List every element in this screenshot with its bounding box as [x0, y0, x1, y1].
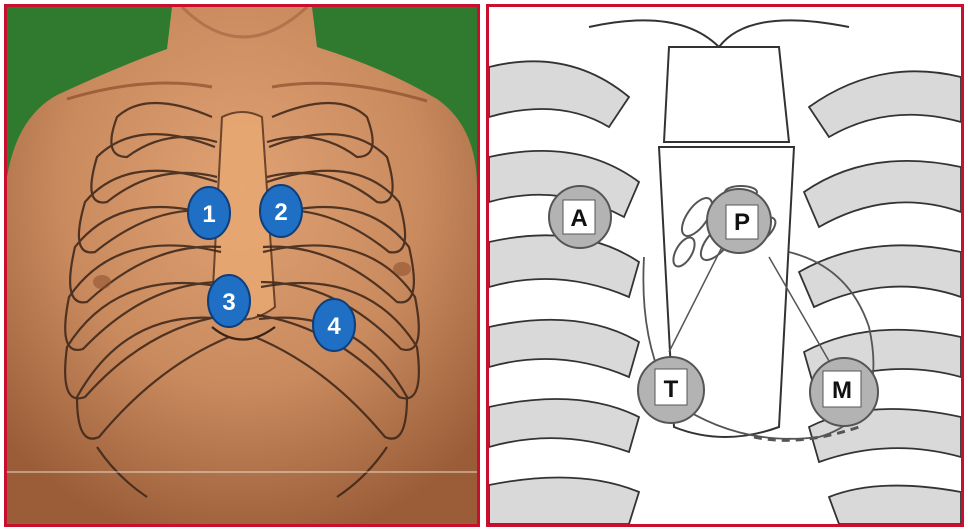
auscultation-marker-1: 1 — [188, 187, 230, 239]
area-label-P: P — [734, 209, 750, 236]
auscultation-marker-2: 2 — [260, 185, 302, 237]
auscultation-area-A: A — [549, 186, 611, 248]
ribcage-diagram-panel: A P T M — [486, 4, 964, 527]
torso-illustration: 1 2 3 4 — [7, 7, 477, 524]
torso-photo-panel: 1 2 3 4 — [4, 4, 480, 527]
auscultation-area-T: T — [638, 357, 704, 423]
auscultation-marker-3: 3 — [208, 275, 250, 327]
marker-label-3: 3 — [222, 289, 235, 316]
area-label-T: T — [664, 376, 679, 403]
area-label-A: A — [570, 205, 587, 232]
marker-label-2: 2 — [274, 199, 287, 226]
marker-label-1: 1 — [202, 201, 215, 228]
ribcage-line-drawing: A P T M — [489, 7, 961, 524]
auscultation-marker-4: 4 — [313, 299, 355, 351]
manubrium — [664, 47, 789, 142]
area-label-M: M — [832, 377, 852, 404]
auscultation-area-P: P — [707, 189, 771, 253]
auscultation-area-M: M — [810, 358, 878, 426]
marker-label-4: 4 — [327, 313, 341, 340]
